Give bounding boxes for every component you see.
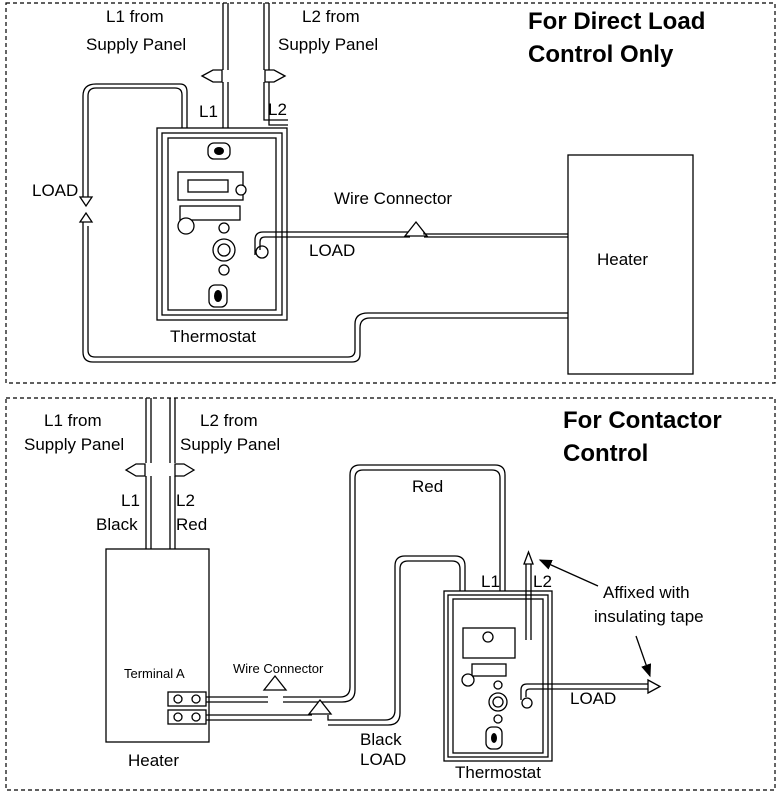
bottom-thermo-l2-label: L2 bbox=[533, 572, 552, 591]
bottom-wire-connector-upper-icon bbox=[262, 674, 288, 691]
bottom-black-load-line2: LOAD bbox=[360, 750, 406, 769]
bottom-l2-from-label: L2 from bbox=[200, 411, 258, 430]
direct-load-panel-frame bbox=[5, 2, 776, 384]
bottom-wire-connector-lower-icon bbox=[307, 698, 333, 715]
affixed-annotation-arrows bbox=[538, 559, 652, 678]
bottom-taped-wires bbox=[523, 550, 662, 695]
bottom-load-right-label: LOAD bbox=[570, 689, 616, 708]
bottom-supply-wires bbox=[124, 398, 196, 549]
terminal-a-block bbox=[167, 691, 207, 725]
top-heater-box bbox=[567, 154, 694, 375]
top-load-left-label: LOAD bbox=[32, 181, 78, 200]
top-wire-connector-icon bbox=[403, 220, 429, 237]
taped-wire-end-icon bbox=[523, 550, 534, 565]
bottom-title-line2: Control bbox=[563, 440, 648, 467]
bottom-l1-wire-nut-icon bbox=[124, 463, 146, 477]
bottom-heater-label: Heater bbox=[128, 751, 179, 770]
top-load-left-wire-end2-icon bbox=[78, 211, 94, 223]
bottom-wire-connector-label: Wire Connector bbox=[233, 661, 324, 676]
bottom-l1-label: L1 bbox=[121, 491, 140, 510]
top-l1-label: L1 bbox=[199, 102, 218, 121]
bottom-red-label: Red bbox=[176, 515, 207, 534]
top-thermostat bbox=[156, 127, 300, 321]
load-wire-end-icon bbox=[647, 678, 662, 695]
top-load-left-wire-end-icon bbox=[78, 196, 94, 208]
top-l1-from-label: L1 from bbox=[106, 7, 164, 26]
top-l2-label: L2 bbox=[268, 100, 287, 119]
top-l2-supply-panel-label: Supply Panel bbox=[278, 35, 378, 54]
top-wire-connector-label: Wire Connector bbox=[334, 189, 452, 208]
top-title-line1: For Direct Load bbox=[528, 8, 705, 35]
bottom-l2-wire-nut-icon bbox=[174, 463, 196, 477]
top-l1-supply-panel-label: Supply Panel bbox=[86, 35, 186, 54]
top-center-load-wire bbox=[300, 220, 568, 238]
top-title-line2: Control Only bbox=[528, 41, 674, 68]
top-l2-from-label: L2 from bbox=[302, 7, 360, 26]
bottom-l1-from-label: L1 from bbox=[44, 411, 102, 430]
bottom-black-load-wire bbox=[206, 555, 466, 726]
top-l1-wire-nut-icon bbox=[200, 69, 223, 83]
bottom-l1-supply-panel-label: Supply Panel bbox=[24, 435, 124, 454]
bottom-black-label: Black bbox=[96, 515, 138, 534]
affixed-label-line2: insulating tape bbox=[594, 607, 704, 626]
bottom-title-line1: For Contactor bbox=[563, 407, 722, 434]
top-heater-label: Heater bbox=[597, 250, 648, 269]
terminal-a-label: Terminal A bbox=[124, 666, 185, 681]
top-l2-wire-nut-icon bbox=[264, 69, 287, 83]
bottom-thermostat-label: Thermostat bbox=[455, 763, 541, 782]
bottom-thermo-l1-label: L1 bbox=[481, 572, 500, 591]
bottom-l2-supply-panel-label: Supply Panel bbox=[180, 435, 280, 454]
top-load-center-label: LOAD bbox=[309, 241, 355, 260]
bottom-black-load-line1: Black bbox=[360, 730, 402, 749]
bottom-thermostat bbox=[443, 590, 648, 762]
top-thermostat-label: Thermostat bbox=[170, 327, 256, 346]
top-load-loop-wire bbox=[78, 83, 568, 363]
bottom-l2-label: L2 bbox=[176, 491, 195, 510]
bottom-red-wire-label: Red bbox=[412, 477, 443, 496]
affixed-label-line1: Affixed with bbox=[603, 583, 690, 602]
bottom-red-wire bbox=[206, 464, 506, 703]
